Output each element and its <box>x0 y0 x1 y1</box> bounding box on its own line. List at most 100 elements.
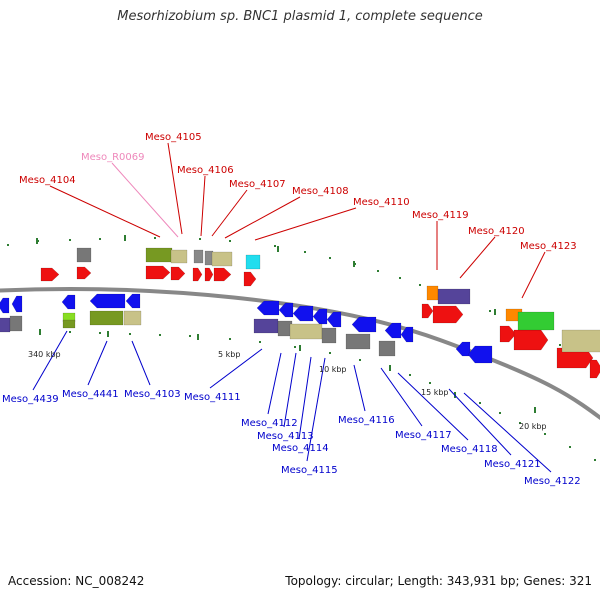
tick-mark <box>389 365 391 371</box>
gene-block <box>170 249 188 264</box>
tick-mark <box>479 402 481 404</box>
gene-label-forward: Meso_4123 <box>520 241 577 252</box>
gene-arrow <box>192 267 203 282</box>
tick-mark <box>124 235 126 241</box>
leader-line <box>448 388 512 456</box>
gene-block <box>211 251 233 267</box>
leader-line <box>224 196 301 239</box>
tick-mark <box>304 251 306 253</box>
gene-block <box>123 310 142 326</box>
leader-line <box>211 189 248 237</box>
tick-mark <box>544 433 546 435</box>
leader-line <box>459 236 496 279</box>
gene-label-reverse: Meso_4115 <box>281 465 338 476</box>
gene-label-reverse: Meso_4116 <box>338 415 395 426</box>
tick-mark <box>359 359 361 361</box>
tick-mark <box>534 407 536 413</box>
gene-label-reverse: Meso_4112 <box>241 418 298 429</box>
gene-block <box>89 310 124 326</box>
gene-label-reverse: Meso_4121 <box>484 459 541 470</box>
gene-label-reverse: Meso_4111 <box>184 392 241 403</box>
tick-mark <box>7 244 9 246</box>
topology-summary: Topology: circular; Length: 343,931 bp; … <box>285 574 592 588</box>
gene-block <box>76 247 92 263</box>
tick-mark <box>69 331 71 333</box>
tick-mark <box>107 331 109 337</box>
gene-label-forward: Meso_4105 <box>145 132 202 143</box>
gene-label-reverse: Meso_4441 <box>62 389 119 400</box>
accession-text: Accession: NC_008242 <box>8 574 145 588</box>
gene-arrow <box>89 293 126 309</box>
tick-mark <box>99 332 101 334</box>
scale-label: 20 kbp <box>519 422 547 431</box>
tick-mark <box>494 309 496 315</box>
gene-label-forward: Meso_R0069 <box>81 152 145 163</box>
gene-arrow <box>421 303 434 319</box>
gene-block <box>253 318 279 334</box>
gene-block <box>561 329 600 353</box>
leader-line <box>32 330 68 391</box>
scale-label: 10 kbp <box>319 365 347 374</box>
gene-arrow <box>204 267 214 282</box>
gene-label-forward: Meso_4108 <box>292 186 349 197</box>
tick-mark <box>229 338 231 340</box>
gene-block <box>193 249 204 264</box>
gene-label-reverse: Meso_4103 <box>124 389 181 400</box>
gene-arrow <box>351 316 377 333</box>
tick-mark <box>559 344 561 346</box>
gene-block <box>0 317 11 333</box>
leader-line <box>254 207 357 241</box>
gene-block <box>378 340 396 357</box>
tick-mark <box>294 346 296 348</box>
gene-block <box>437 288 471 305</box>
gene-block <box>426 285 439 301</box>
gene-label-forward: Meso_4106 <box>177 165 234 176</box>
tick-mark <box>409 374 411 376</box>
scale-label: 340 kbp <box>28 350 61 359</box>
gene-arrow <box>243 271 257 287</box>
tick-mark <box>274 245 276 247</box>
tick-mark <box>329 352 331 354</box>
gene-block <box>289 323 323 340</box>
tick-mark <box>569 446 571 448</box>
leader-line <box>353 364 366 412</box>
gene-label-reverse: Meso_4118 <box>441 444 498 455</box>
gene-arrow <box>513 329 549 351</box>
tick-mark <box>39 329 41 335</box>
tick-mark <box>277 246 279 252</box>
gene-label-forward: Meso_4120 <box>468 226 525 237</box>
gene-arrow <box>11 295 23 313</box>
gene-arrow <box>76 266 92 280</box>
tick-mark <box>329 257 331 259</box>
gene-label-forward: Meso_4119 <box>412 210 469 221</box>
gene-block <box>345 333 371 350</box>
leader-line <box>49 185 161 238</box>
gene-arrow <box>326 311 342 328</box>
gene-label-forward: Meso_4104 <box>19 175 76 186</box>
gene-label-reverse: Meso_4439 <box>2 394 59 405</box>
tick-mark <box>489 310 491 312</box>
gene-block <box>321 327 337 344</box>
tick-mark <box>36 238 38 244</box>
leader-line <box>200 175 206 237</box>
label-leader-lines <box>32 142 552 473</box>
gene-label-reverse: Meso_4114 <box>272 443 329 454</box>
leader-line <box>167 142 183 235</box>
scale-label: 15 kbp <box>421 388 449 397</box>
gene-arrow <box>145 265 171 280</box>
leader-line <box>306 357 326 462</box>
leader-line <box>209 348 263 389</box>
gene-arrow <box>0 297 10 314</box>
gene-arrow <box>432 305 464 324</box>
leader-line <box>267 352 282 415</box>
tick-mark <box>159 334 161 336</box>
gene-label-forward: Meso_4107 <box>229 179 286 190</box>
gene-arrow <box>278 302 294 318</box>
gene-features <box>0 247 600 379</box>
gene-arrow <box>61 294 76 310</box>
gene-label-forward: Meso_4110 <box>353 197 410 208</box>
gene-arrow <box>292 305 314 322</box>
leader-line <box>380 367 423 427</box>
